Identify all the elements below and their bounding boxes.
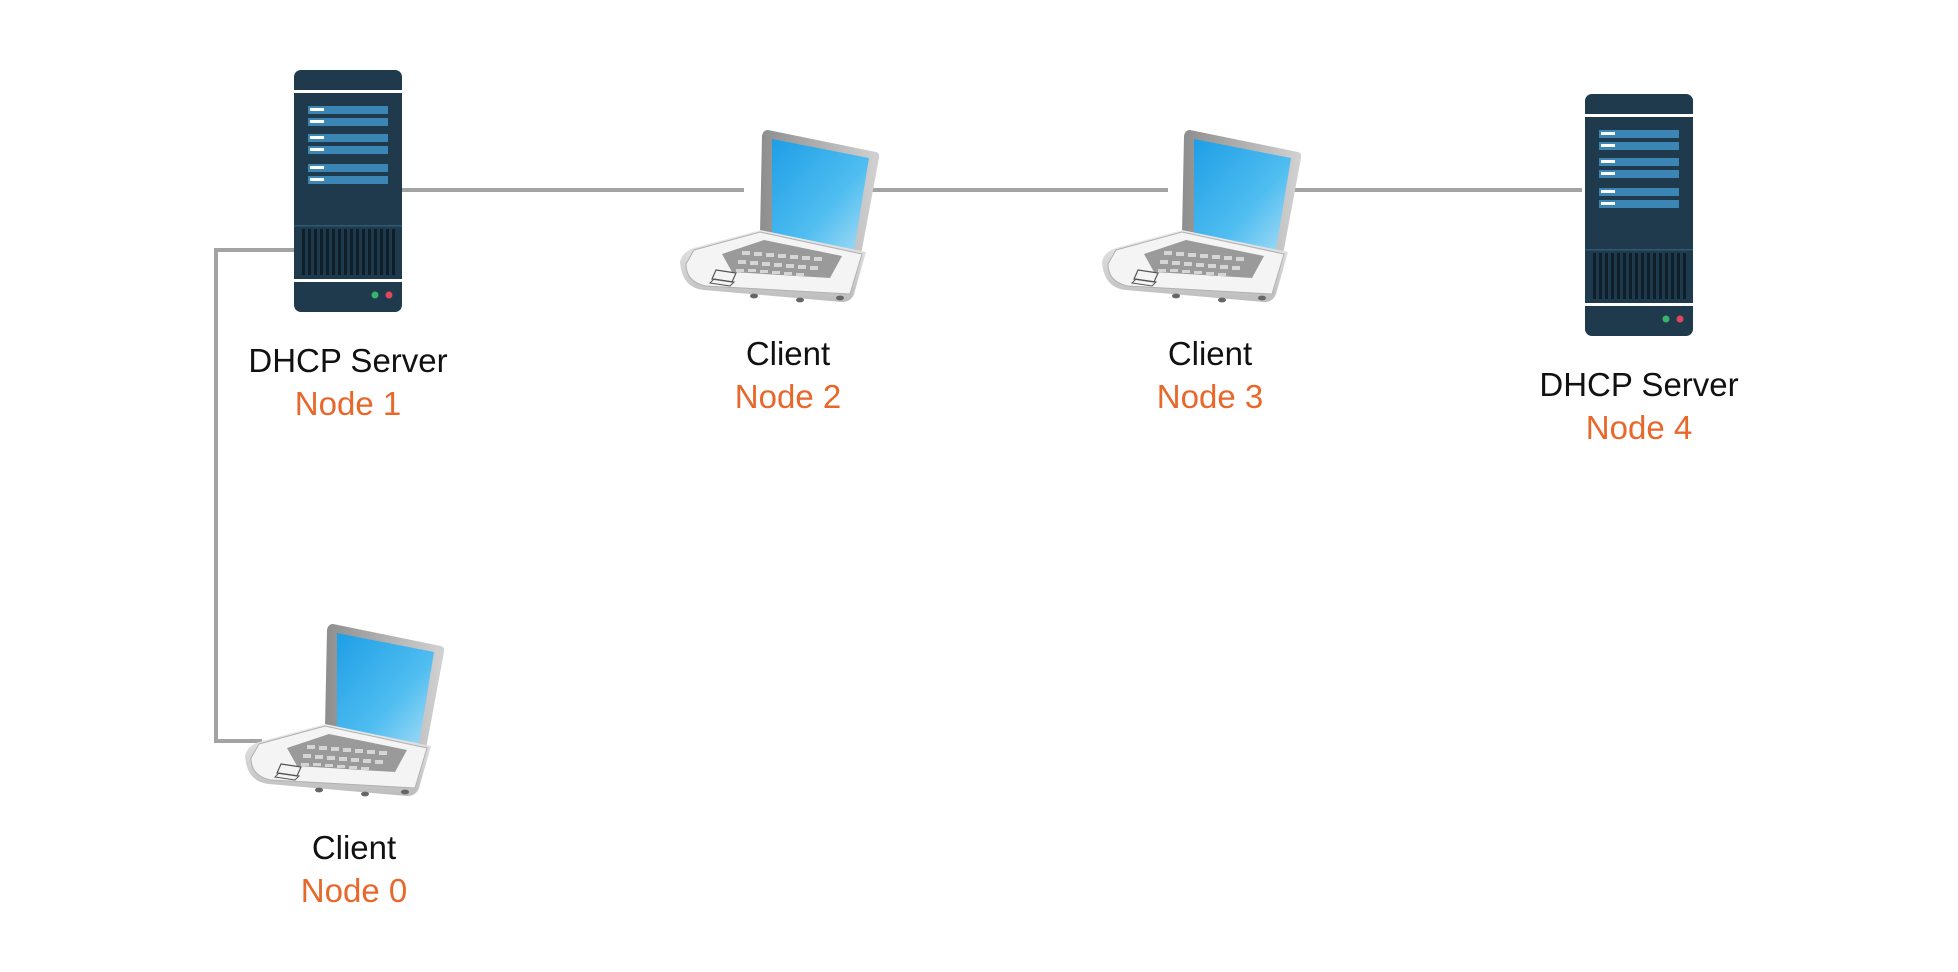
laptop-icon[interactable] <box>244 623 445 798</box>
node-label-node0: Client Node 0 <box>204 827 504 913</box>
node-label-node2: Client Node 2 <box>638 333 938 419</box>
node-role: Client <box>745 335 831 372</box>
node-id: Node 4 <box>1585 408 1693 446</box>
node-role: DHCP Server <box>1539 366 1739 403</box>
node-id: Node 3 <box>1156 377 1264 415</box>
node-label-node4: DHCP Server Node 4 <box>1489 364 1789 450</box>
node-id: Node 0 <box>300 871 408 909</box>
node-role: DHCP Server <box>248 342 448 379</box>
link-node1-node0 <box>214 248 294 743</box>
node-role: Client <box>1167 335 1253 372</box>
server-icon[interactable] <box>1585 94 1693 336</box>
server-icon[interactable] <box>294 70 402 312</box>
links <box>214 188 1582 743</box>
node-id: Node 2 <box>734 377 842 415</box>
laptop-icon[interactable] <box>1101 129 1302 304</box>
node-id: Node 1 <box>294 384 402 422</box>
node-role: Client <box>311 829 397 866</box>
laptop-icon[interactable] <box>679 129 880 304</box>
node-label-node3: Client Node 3 <box>1060 333 1360 419</box>
node-label-node1: DHCP Server Node 1 <box>198 340 498 426</box>
